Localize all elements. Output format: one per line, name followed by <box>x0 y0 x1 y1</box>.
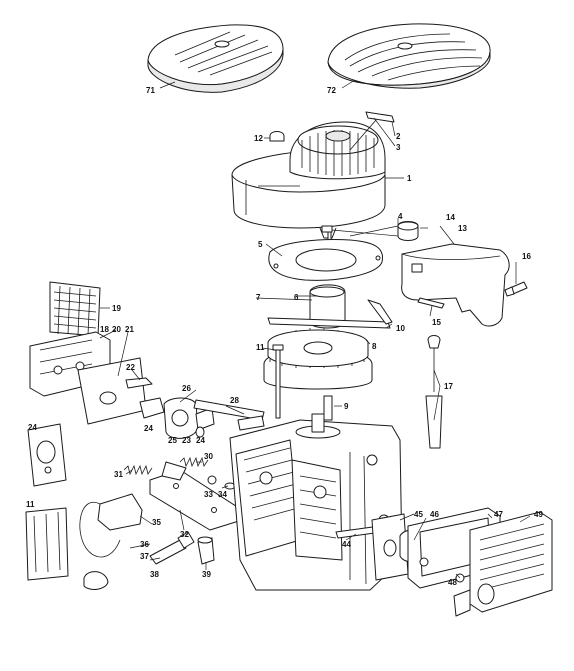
callout-4: 4 <box>398 212 403 221</box>
callout-46: 46 <box>430 510 439 519</box>
air-filter-19 <box>49 281 101 337</box>
callout-19: 19 <box>112 304 121 313</box>
callout-28: 28 <box>230 396 239 405</box>
muffler-guard-49 <box>453 511 553 617</box>
callout-24-mid: 24 <box>144 424 153 433</box>
engine-cover-72 <box>327 23 491 89</box>
callout-34: 34 <box>218 490 227 499</box>
callout-22: 22 <box>126 363 135 372</box>
filter-cover-22 <box>77 357 153 425</box>
callout-32: 32 <box>180 530 189 539</box>
leader-lines <box>99 79 531 579</box>
callout-33: 33 <box>204 490 213 499</box>
callout-16: 16 <box>522 252 531 261</box>
callout-14: 14 <box>446 213 455 222</box>
spring-30 <box>123 456 209 476</box>
callout-15: 15 <box>432 318 441 327</box>
callout-26: 26 <box>182 384 191 393</box>
callout-35: 35 <box>152 518 161 527</box>
callout-47: 47 <box>494 510 503 519</box>
ignition-coil-35 <box>79 493 143 590</box>
screw-16 <box>504 281 528 297</box>
pin-15 <box>417 297 445 309</box>
dipstick-17 <box>425 335 443 449</box>
fuel-tank-13 <box>401 243 510 327</box>
callout-9: 9 <box>344 402 349 411</box>
bolt-11 <box>272 344 284 419</box>
callout-7: 7 <box>256 293 261 302</box>
oil-cap-12 <box>269 131 285 142</box>
callout-11-top: 11 <box>256 343 265 352</box>
callout-11-bottom: 11 <box>26 500 35 509</box>
recoil-starter-1 <box>231 121 386 239</box>
callout-6: 6 <box>294 293 299 302</box>
callout-5: 5 <box>258 240 263 249</box>
bar-10 <box>267 299 393 329</box>
callout-2: 2 <box>396 132 401 141</box>
callout-12: 12 <box>254 134 263 143</box>
callout-18: 18 <box>100 325 109 334</box>
pipe-28 <box>193 399 265 431</box>
bolt-39 <box>197 536 215 565</box>
fuel-cap-14 <box>397 221 419 241</box>
callout-10: 10 <box>396 324 405 333</box>
callout-45: 45 <box>414 510 423 519</box>
callout-72: 72 <box>327 86 336 95</box>
callout-39: 39 <box>202 570 211 579</box>
callout-21: 21 <box>125 325 134 334</box>
bracket-32 <box>149 461 243 531</box>
engine-cover-71 <box>147 24 284 93</box>
callout-13: 13 <box>458 224 467 233</box>
carburetor-23 <box>139 397 215 439</box>
callout-44: 44 <box>342 540 351 549</box>
callout-36: 36 <box>140 540 149 549</box>
callout-24-right: 24 <box>196 436 205 445</box>
callout-30: 30 <box>204 452 213 461</box>
callout-48: 48 <box>448 578 457 587</box>
callout-24-left: 24 <box>28 423 37 432</box>
callout-49: 49 <box>534 510 543 519</box>
callout-23: 23 <box>182 436 191 445</box>
callout-71: 71 <box>146 86 155 95</box>
key-9 <box>323 395 333 421</box>
callout-8: 8 <box>372 342 377 351</box>
baffle-plate-5 <box>268 239 384 281</box>
callout-38: 38 <box>150 570 159 579</box>
callout-25: 25 <box>168 436 177 445</box>
gasket-kit-24 <box>27 423 67 487</box>
callout-20: 20 <box>112 325 121 334</box>
nut-33 <box>207 475 236 490</box>
callout-31: 31 <box>114 470 123 479</box>
starter-handle-2 <box>349 111 395 151</box>
callout-37: 37 <box>140 552 149 561</box>
flywheel-8 <box>263 328 373 390</box>
callout-17: 17 <box>444 382 453 391</box>
tool-set-11 <box>25 507 69 581</box>
callout-1: 1 <box>407 174 412 183</box>
callout-3: 3 <box>396 143 401 152</box>
